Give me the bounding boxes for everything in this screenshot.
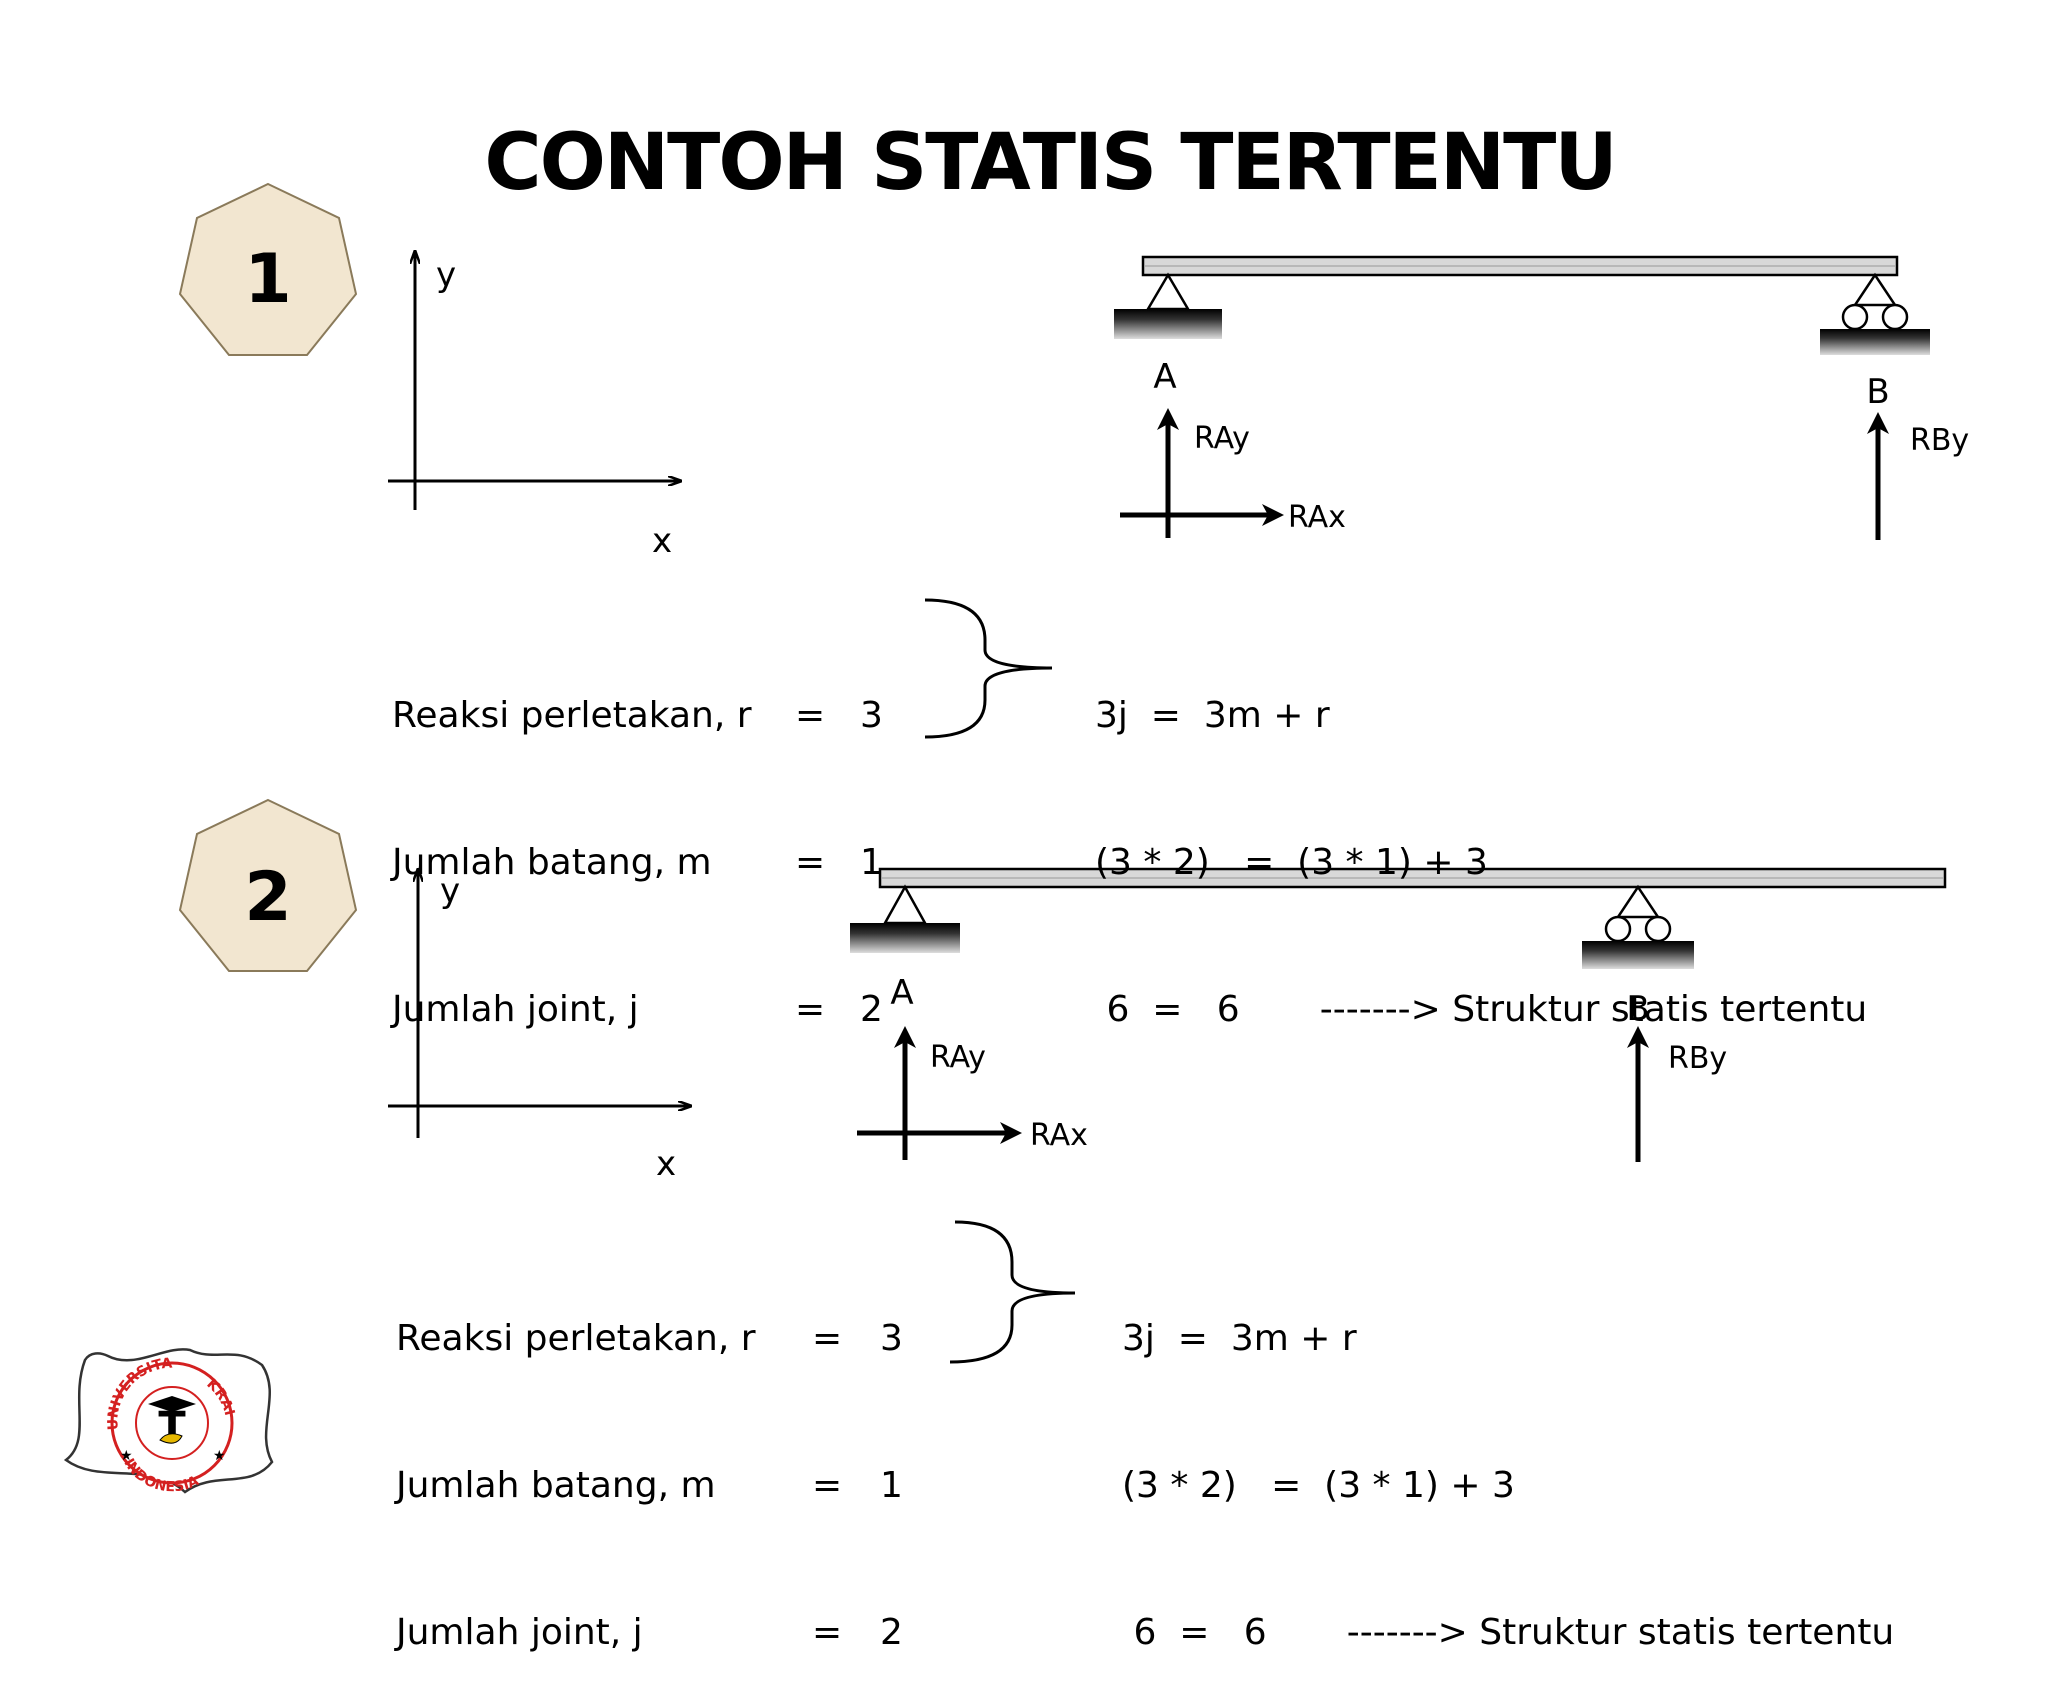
equals-sign: = — [812, 1612, 843, 1653]
equals-sign: = — [795, 989, 826, 1030]
ray-label: RAy — [930, 1040, 986, 1075]
ex2-equals: = = = — [812, 1216, 842, 1706]
equation-line: 3j = 3m + r — [1122, 1318, 1357, 1359]
support-a-label: A — [1153, 357, 1176, 397]
equals-sign: = — [812, 1318, 843, 1359]
ex1-equations: 3j = 3m + r (3 * 2) = (3 * 1) + 3 6 = 6 … — [1095, 593, 1867, 1083]
rax-label: RAx — [1288, 500, 1346, 535]
rax-label: RAx — [1030, 1118, 1088, 1153]
ex1-equals: = = = — [795, 593, 825, 1083]
brace — [949, 1220, 1076, 1364]
support-b-label: B — [1866, 372, 1889, 412]
example-2: 2 y x A B RAy RAx RBy — [178, 798, 1947, 1364]
equation-line: (3 * 2) = (3 * 1) + 3 — [1122, 1465, 1515, 1506]
ex2-label-r: Reaksi perletakan, r — [396, 1318, 756, 1359]
diagram-canvas: 1 y x A B RAy RAx — [63, 182, 1969, 1495]
x-axis-label: x — [652, 521, 672, 561]
ex2-equations: 3j = 3m + r (3 * 2) = (3 * 1) + 3 6 = 6 … — [1122, 1216, 1894, 1706]
equals-sign: = — [795, 695, 826, 736]
svg-text:★: ★ — [120, 1448, 133, 1464]
rby-label: RBy — [1668, 1041, 1727, 1076]
ex1-labels: Reaksi perletakan, r Jumlah batang, m Ju… — [392, 593, 752, 1083]
badge-number: 2 — [244, 858, 291, 937]
reaction-arrows-a — [857, 1026, 1022, 1160]
svg-text:★: ★ — [213, 1448, 226, 1464]
support-a-label: A — [890, 973, 913, 1013]
roller-support-b — [1582, 884, 1694, 969]
support-b-label: B — [1626, 989, 1649, 1029]
value-r: 3 — [880, 1318, 903, 1359]
rby-label: RBy — [1910, 423, 1969, 458]
pin-support-a — [1114, 272, 1222, 339]
ex2-label-m: Jumlah batang, m — [396, 1465, 716, 1506]
ex1-label-j: Jumlah joint, j — [392, 989, 639, 1030]
ray-label: RAy — [1194, 421, 1250, 456]
ex1-label-r: Reaksi perletakan, r — [392, 695, 752, 736]
example-1: 1 y x A B RAy RAx — [178, 182, 1969, 739]
value-m: 1 — [880, 1465, 903, 1506]
equation-line: 6 = 6 -------> Struktur statis tertentu — [1122, 1612, 1895, 1653]
equation-line: (3 * 2) = (3 * 1) + 3 — [1095, 842, 1488, 883]
equals-sign: = — [795, 842, 826, 883]
number-badge: 2 — [178, 798, 358, 972]
ex2-values: 3 1 2 — [880, 1216, 903, 1706]
roller-support-b — [1820, 272, 1930, 355]
brace — [924, 598, 1053, 739]
ex1-values: 3 1 2 — [860, 593, 883, 1083]
pin-support-a — [850, 884, 960, 953]
value-j: 2 — [880, 1612, 903, 1653]
value-j: 2 — [860, 989, 883, 1030]
university-logo: UNIVERSITA KRAI INDONESIA ★ ★ T — [63, 1348, 274, 1495]
equation-line: 3j = 3m + r — [1095, 695, 1330, 736]
equation-line: 6 = 6 -------> Struktur statis tertentu — [1095, 989, 1868, 1030]
ex2-labels: Reaksi perletakan, r Jumlah batang, m Ju… — [396, 1216, 756, 1706]
value-m: 1 — [860, 842, 883, 883]
x-axis-label: x — [656, 1144, 676, 1184]
value-r: 3 — [860, 695, 883, 736]
torch-icon — [159, 1433, 183, 1444]
reaction-arrows-a — [1120, 408, 1284, 538]
equals-sign: = — [812, 1465, 843, 1506]
coordinate-axes: y x — [388, 252, 680, 561]
coordinate-axes: y x — [388, 870, 690, 1184]
number-badge: 1 — [178, 182, 358, 356]
y-axis-label: y — [436, 255, 456, 295]
ex2-label-j: Jumlah joint, j — [396, 1612, 643, 1653]
page-title: CONTOH STATIS TERTENTU — [484, 118, 1617, 208]
badge-number: 1 — [244, 240, 291, 319]
y-axis-label: y — [440, 871, 460, 911]
ex1-label-m: Jumlah batang, m — [392, 842, 712, 883]
graduation-cap-icon — [148, 1396, 196, 1412]
